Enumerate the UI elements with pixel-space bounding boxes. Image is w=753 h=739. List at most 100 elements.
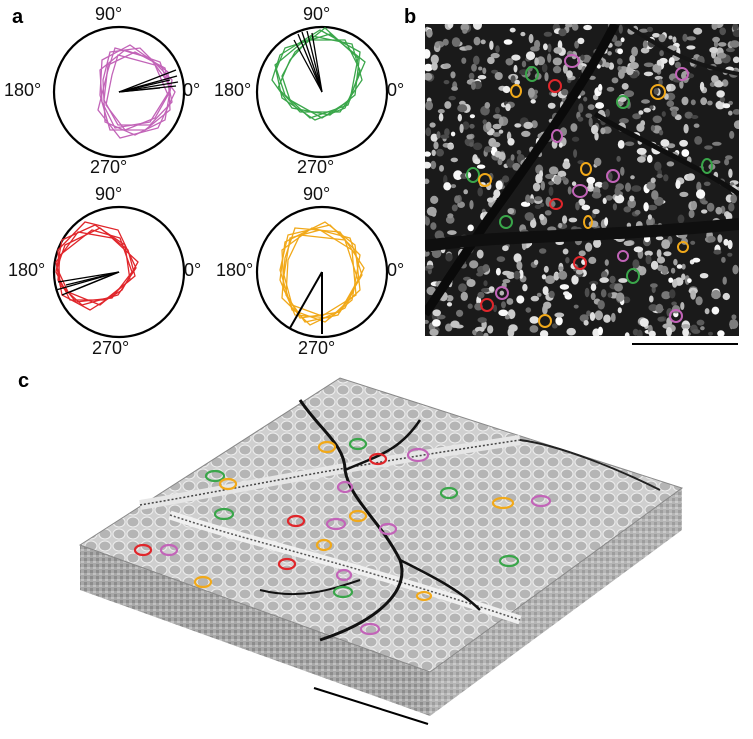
cell-texture <box>504 314 510 320</box>
cell-texture <box>513 253 522 263</box>
cell-texture <box>590 283 597 292</box>
cell-texture <box>616 155 621 162</box>
cell-texture <box>671 301 677 306</box>
cell-texture <box>717 234 723 243</box>
cell-texture <box>624 332 630 336</box>
cell-texture <box>614 40 623 47</box>
cell-texture <box>602 197 607 204</box>
cell-texture <box>704 145 713 150</box>
cell-texture <box>443 80 450 85</box>
cell-texture <box>652 33 660 38</box>
cell-texture <box>636 147 647 155</box>
cell-texture <box>474 326 485 333</box>
cell-texture <box>561 176 567 181</box>
cell-texture <box>570 123 578 132</box>
cell-texture <box>719 96 726 103</box>
cell-texture <box>629 54 636 64</box>
cell-texture <box>597 326 603 336</box>
angle-label-90: 90° <box>303 184 331 204</box>
cell-texture <box>566 70 573 79</box>
cell-texture <box>506 298 514 305</box>
cell-texture <box>670 267 676 274</box>
cell-texture <box>429 122 436 128</box>
cell-texture <box>682 33 688 42</box>
cell-texture <box>508 324 518 332</box>
cell-texture <box>666 308 673 317</box>
cell-texture <box>530 219 537 228</box>
cell-texture <box>683 123 689 134</box>
cell-texture <box>450 320 460 328</box>
cell-texture <box>451 204 458 212</box>
cell-texture <box>714 81 724 88</box>
cell-texture <box>575 269 584 275</box>
cell-texture <box>706 202 715 212</box>
cell-texture <box>713 56 722 65</box>
cell-texture <box>482 264 490 272</box>
cell-texture <box>703 181 711 186</box>
cell-texture <box>544 72 549 82</box>
cell-texture <box>529 325 539 333</box>
cell-texture <box>681 149 690 157</box>
cell-texture <box>594 157 602 167</box>
cell-texture <box>552 65 562 74</box>
cell-texture <box>520 31 526 37</box>
cell-texture <box>646 26 654 32</box>
cell-texture <box>659 50 664 57</box>
cell-texture <box>728 168 733 178</box>
cell-texture <box>681 324 691 329</box>
cell-texture <box>728 202 735 212</box>
cell-texture <box>425 161 432 169</box>
cell-texture <box>653 88 659 95</box>
cell-texture <box>451 37 461 47</box>
panel-label-b: b <box>404 6 417 28</box>
cell-texture <box>605 108 610 117</box>
cell-texture <box>584 287 590 298</box>
cell-texture <box>494 151 502 158</box>
cell-texture <box>692 257 701 263</box>
cell-texture <box>543 301 552 309</box>
cell-texture <box>459 100 466 106</box>
cell-texture <box>672 36 677 43</box>
cell-texture <box>652 63 662 73</box>
cell-texture <box>467 303 473 309</box>
cell-texture <box>495 45 500 53</box>
cell-texture <box>430 160 437 170</box>
cell-texture <box>732 29 739 38</box>
cell-texture <box>447 230 457 236</box>
cell-texture <box>643 71 654 77</box>
cell-texture <box>690 99 696 106</box>
cell-texture <box>606 86 615 92</box>
cell-texture <box>425 178 430 185</box>
cell-texture <box>594 131 599 141</box>
cell-texture <box>571 136 580 142</box>
cell-texture <box>679 191 689 197</box>
cell-texture <box>543 265 549 273</box>
cell-texture <box>476 164 486 169</box>
cell-texture <box>481 288 490 293</box>
cell-texture <box>666 161 675 167</box>
cell-texture <box>477 291 485 299</box>
cell-texture <box>496 256 506 262</box>
cell-texture <box>619 118 629 124</box>
scale-bar-b <box>632 343 738 345</box>
cell-texture <box>729 40 739 48</box>
angle-label-270: 270° <box>90 157 128 177</box>
cell-texture <box>658 34 666 43</box>
cell-texture <box>669 289 676 299</box>
cell-texture <box>732 109 739 115</box>
cell-texture <box>529 198 535 204</box>
cell-texture <box>699 273 709 279</box>
cell-texture <box>438 113 444 122</box>
angle-label-270: 270° <box>92 338 130 358</box>
cell-texture <box>727 239 733 250</box>
cell-texture <box>715 100 725 110</box>
cell-texture <box>562 215 568 224</box>
angle-label-270: 270° <box>297 157 335 177</box>
cell-texture <box>624 141 635 147</box>
angle-label-0: 0° <box>183 80 201 100</box>
cell-texture <box>598 83 603 91</box>
cell-texture <box>721 79 729 87</box>
cell-texture <box>656 256 666 264</box>
cell-texture <box>649 295 654 303</box>
cell-texture <box>567 186 572 195</box>
